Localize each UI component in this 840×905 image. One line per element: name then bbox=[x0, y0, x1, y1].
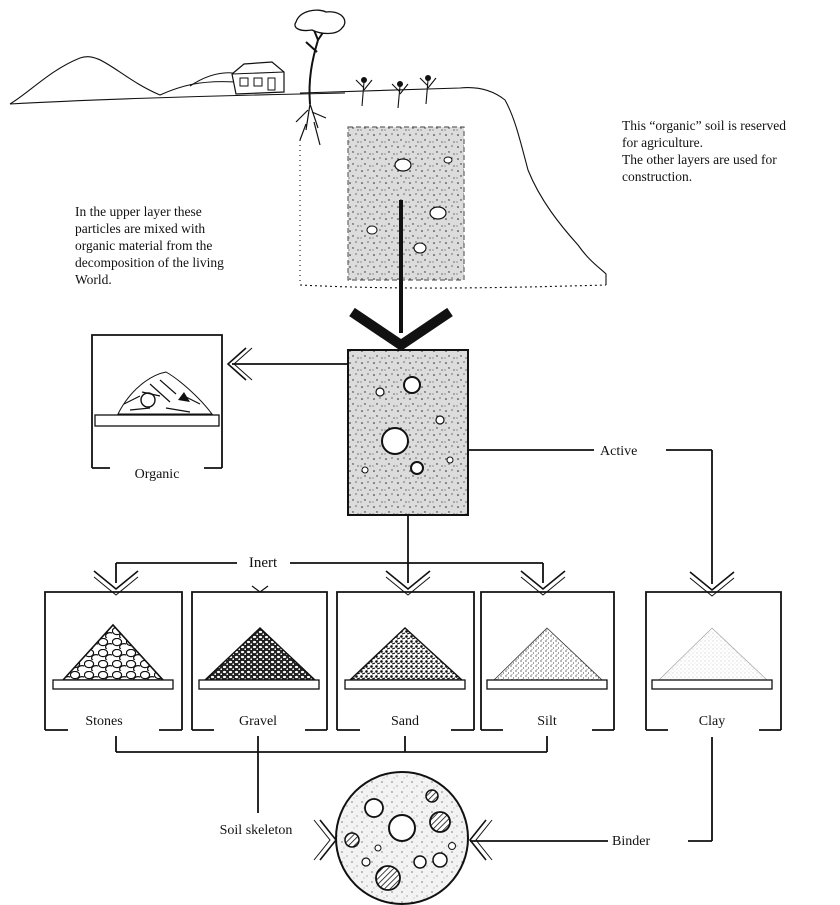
soil-skeleton-label: Soil skeleton bbox=[220, 823, 293, 838]
silt-label: Silt bbox=[537, 714, 557, 729]
gravel-label: Gravel bbox=[239, 714, 277, 729]
soil-sample-box bbox=[348, 350, 468, 515]
landscape-illustration bbox=[10, 10, 606, 288]
binder-connector: Binder bbox=[470, 737, 712, 860]
organic-box: Organic bbox=[92, 335, 222, 482]
soil-profile-sample bbox=[348, 127, 464, 280]
silt-box: Silt bbox=[481, 592, 614, 730]
sand-box: Sand bbox=[337, 592, 474, 730]
organic-label: Organic bbox=[135, 467, 180, 482]
stones-label: Stones bbox=[85, 714, 122, 729]
house-icon bbox=[232, 62, 284, 94]
binder-label: Binder bbox=[612, 834, 650, 849]
crops-icon bbox=[356, 75, 436, 108]
sand-label: Sand bbox=[391, 714, 419, 729]
stones-box: Stones bbox=[45, 592, 182, 730]
soil-mix-circle bbox=[336, 772, 468, 904]
active-connector: Active bbox=[468, 444, 734, 596]
gravel-box: Gravel bbox=[192, 592, 327, 730]
clay-label: Clay bbox=[699, 714, 725, 729]
tree-icon bbox=[295, 10, 345, 145]
inert-connector: Inert bbox=[94, 515, 565, 595]
inert-label: Inert bbox=[249, 555, 278, 571]
active-label: Active bbox=[600, 444, 637, 459]
clay-box: Clay bbox=[646, 592, 781, 730]
